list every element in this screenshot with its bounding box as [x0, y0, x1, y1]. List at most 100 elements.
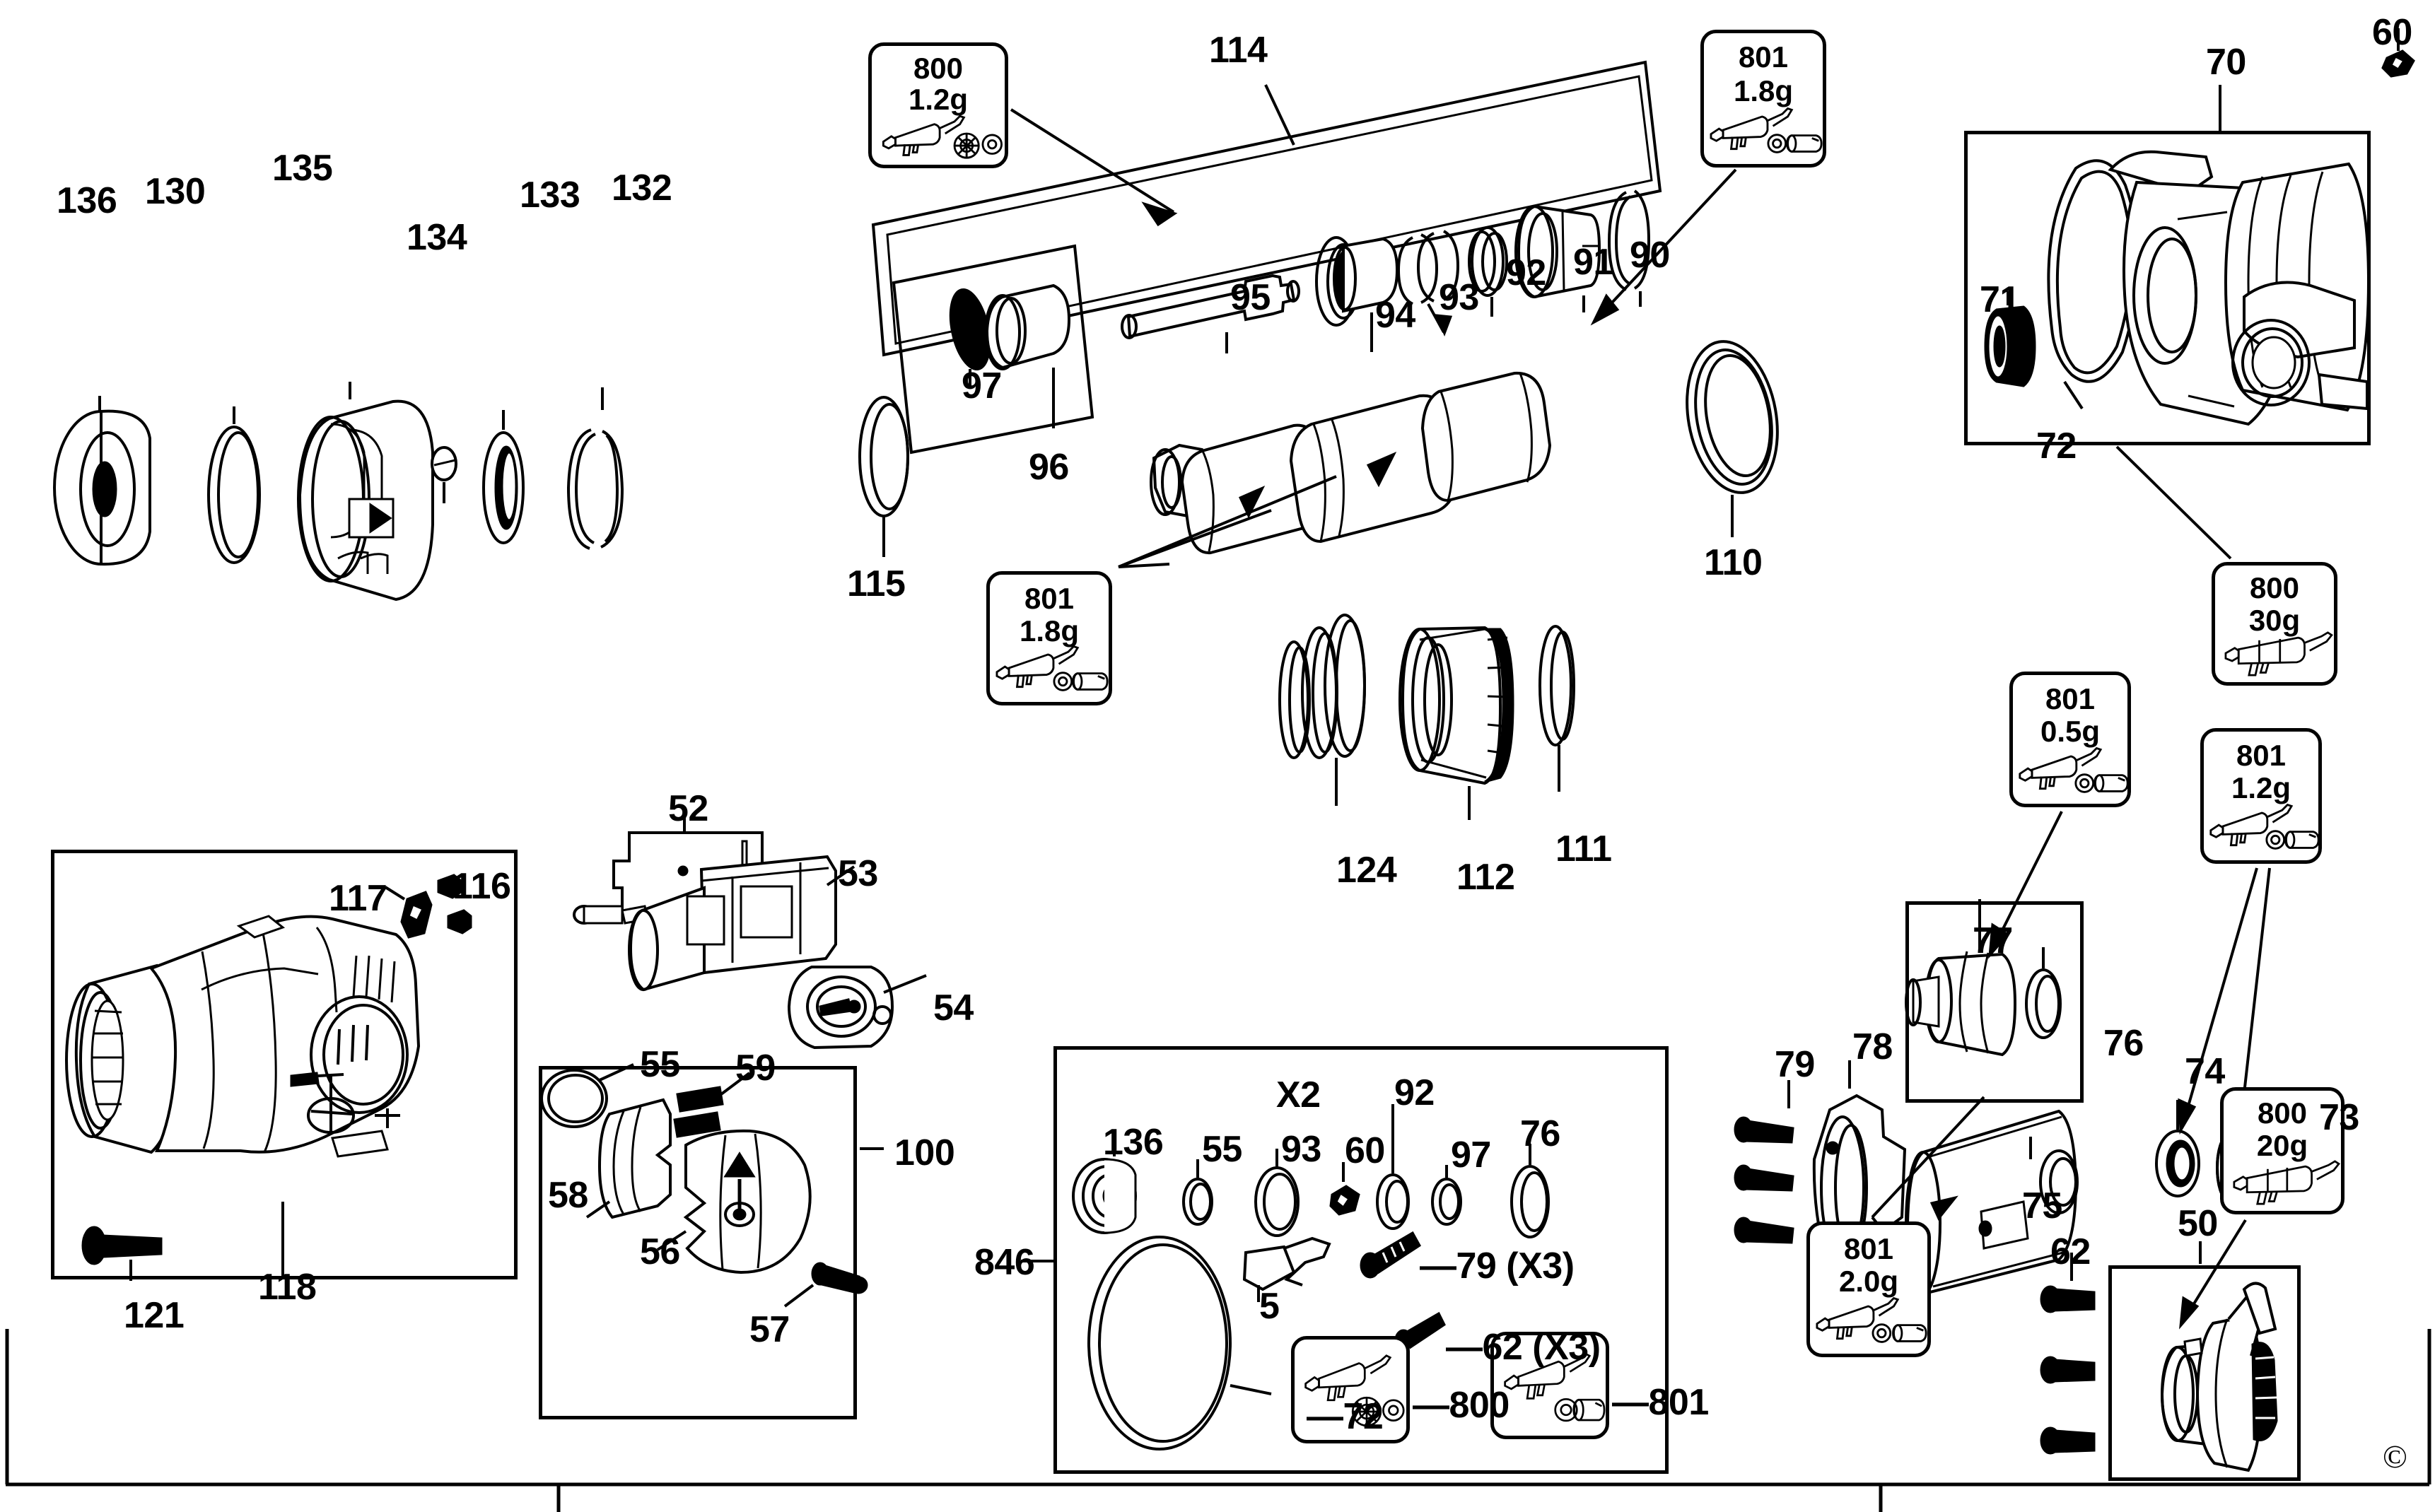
callout-100: 100 — [894, 1132, 955, 1173]
part-124-spring — [1280, 615, 1365, 806]
grease-gun-pin-icon — [1710, 107, 1823, 153]
grease-box-801-1-2g: 801 1.2g — [2200, 728, 2322, 864]
callout-121: 121 — [124, 1295, 185, 1336]
part-132-retaining-ring — [568, 387, 622, 549]
callout-134: 134 — [407, 217, 467, 258]
callout-60-top: 60 — [2372, 12, 2412, 53]
part-59-pads — [675, 1073, 749, 1137]
grease-gun-pin-icon — [1504, 1352, 1606, 1422]
kit-annotation-801: —801 — [1612, 1382, 1709, 1423]
callout-116: 116 — [452, 866, 511, 907]
callout-74: 74 — [2185, 1051, 2225, 1092]
grease-box-801-1-8g-center: 801 1.8g — [986, 571, 1112, 705]
kit-846-contents — [1021, 1104, 1548, 1449]
callout-118: 118 — [258, 1267, 317, 1308]
grease-gun-pin-icon — [995, 645, 1109, 691]
part-121-screw — [83, 1227, 161, 1281]
kit-annotation-72: —72 — [1307, 1396, 1384, 1437]
kit-part-93 — [1256, 1149, 1298, 1236]
callout-70: 70 — [2206, 42, 2246, 83]
grease-weight: 1.8g — [1019, 614, 1080, 647]
callout-97: 97 — [962, 365, 1002, 406]
kit-label-92: 92 — [1394, 1072, 1435, 1113]
part-130-seal-ring — [209, 406, 259, 563]
callout-62-right: 62 — [2050, 1231, 2091, 1272]
callout-72-right: 72 — [2036, 426, 2077, 467]
grease-code: 800 — [2257, 1096, 2308, 1130]
part-118-housing — [66, 916, 419, 1278]
callout-50: 50 — [2178, 1203, 2218, 1244]
callout-56: 56 — [640, 1231, 680, 1272]
kit-label-60: 60 — [1345, 1130, 1385, 1171]
callout-124: 124 — [1336, 850, 1397, 891]
part-92-ring — [1469, 228, 1507, 317]
grease-code: 801 — [2236, 739, 2287, 772]
part-111-ring — [1540, 626, 1574, 792]
grease-code: 800 — [913, 52, 964, 85]
part-54-switch-boot — [789, 967, 926, 1048]
grease-weight: 2.0g — [1838, 1265, 1899, 1298]
callout-73: 73 — [2319, 1097, 2359, 1138]
part-110-o-ring — [1676, 334, 1789, 537]
callout-59: 59 — [735, 1048, 776, 1089]
part-77-sleeve — [1906, 811, 2062, 1055]
part-136-dust-cap — [54, 396, 150, 564]
grease-code: 800 — [2249, 571, 2300, 604]
callout-132: 132 — [612, 168, 672, 209]
kit-part-97 — [1432, 1165, 1461, 1224]
kit-annotation-62: —62 (X3) — [1446, 1327, 1601, 1368]
part-93-rings — [1398, 231, 1458, 334]
callout-52: 52 — [668, 788, 708, 829]
callout-110: 110 — [1704, 542, 1763, 583]
grease-weight: 30g — [2248, 604, 2301, 637]
grease-gun-pin-icon — [2209, 803, 2320, 850]
part-62-screws — [2041, 1253, 2094, 1453]
callout-94: 94 — [1375, 295, 1415, 336]
grease-gun-icon — [2224, 631, 2333, 676]
callout-117: 117 — [329, 878, 387, 919]
part-97-seal — [945, 286, 996, 389]
callout-846: 846 — [974, 1242, 1035, 1283]
callout-90: 90 — [1630, 235, 1670, 276]
callout-76-right: 76 — [2103, 1023, 2144, 1064]
grease-gun-icon — [2233, 1160, 2340, 1205]
part-74-washer — [2156, 1100, 2199, 1196]
callout-54: 54 — [933, 988, 974, 1028]
kit-grease-box-800 — [1291, 1336, 1410, 1443]
part-53-switch — [629, 857, 854, 990]
part-115-seal — [860, 397, 908, 557]
switch-group — [542, 811, 926, 1306]
kit-label-93: 93 — [1281, 1129, 1321, 1170]
callout-55: 55 — [640, 1044, 680, 1085]
kit-label-76: 76 — [1520, 1113, 1560, 1154]
part-79-screws — [1735, 1080, 1793, 1243]
kit-part-60 — [1331, 1162, 1359, 1214]
part-91-cylinder-nut — [1516, 206, 1599, 312]
callout-135: 135 — [272, 148, 333, 189]
kit-label-x2: X2 — [1276, 1074, 1321, 1115]
callout-53: 53 — [838, 853, 878, 894]
spring-group — [1280, 615, 1574, 820]
grease-box-800-30g: 800 30g — [2212, 562, 2337, 686]
grease-gun-gear-icon — [1304, 1354, 1405, 1427]
grease-code: 801 — [1738, 40, 1789, 74]
piston-assembly-group — [873, 62, 1736, 452]
part-58-clutch-housing — [587, 1100, 670, 1217]
part-112-hammer-sleeve — [1400, 628, 1513, 820]
grease-gun-pin-icon — [2019, 746, 2129, 793]
part-60-clip — [2383, 28, 2414, 76]
grease-box-800-20g: 800 20g — [2220, 1087, 2345, 1214]
kit-part-55 — [1184, 1159, 1212, 1224]
kit-part-5-brush — [1244, 1238, 1329, 1302]
grease-code: 801 — [1843, 1232, 1894, 1265]
part-96-cylinder — [1151, 373, 1550, 553]
grease-weight: 0.5g — [2040, 715, 2101, 748]
part-76-ring — [2026, 947, 2060, 1038]
part-97-bushing — [986, 286, 1069, 369]
kit-grease-box-801 — [1490, 1332, 1609, 1439]
callout-115: 115 — [847, 563, 906, 604]
part-56-mode-selector — [658, 1131, 810, 1272]
grease-box-801-2-0g: 801 2.0g — [1806, 1221, 1931, 1357]
